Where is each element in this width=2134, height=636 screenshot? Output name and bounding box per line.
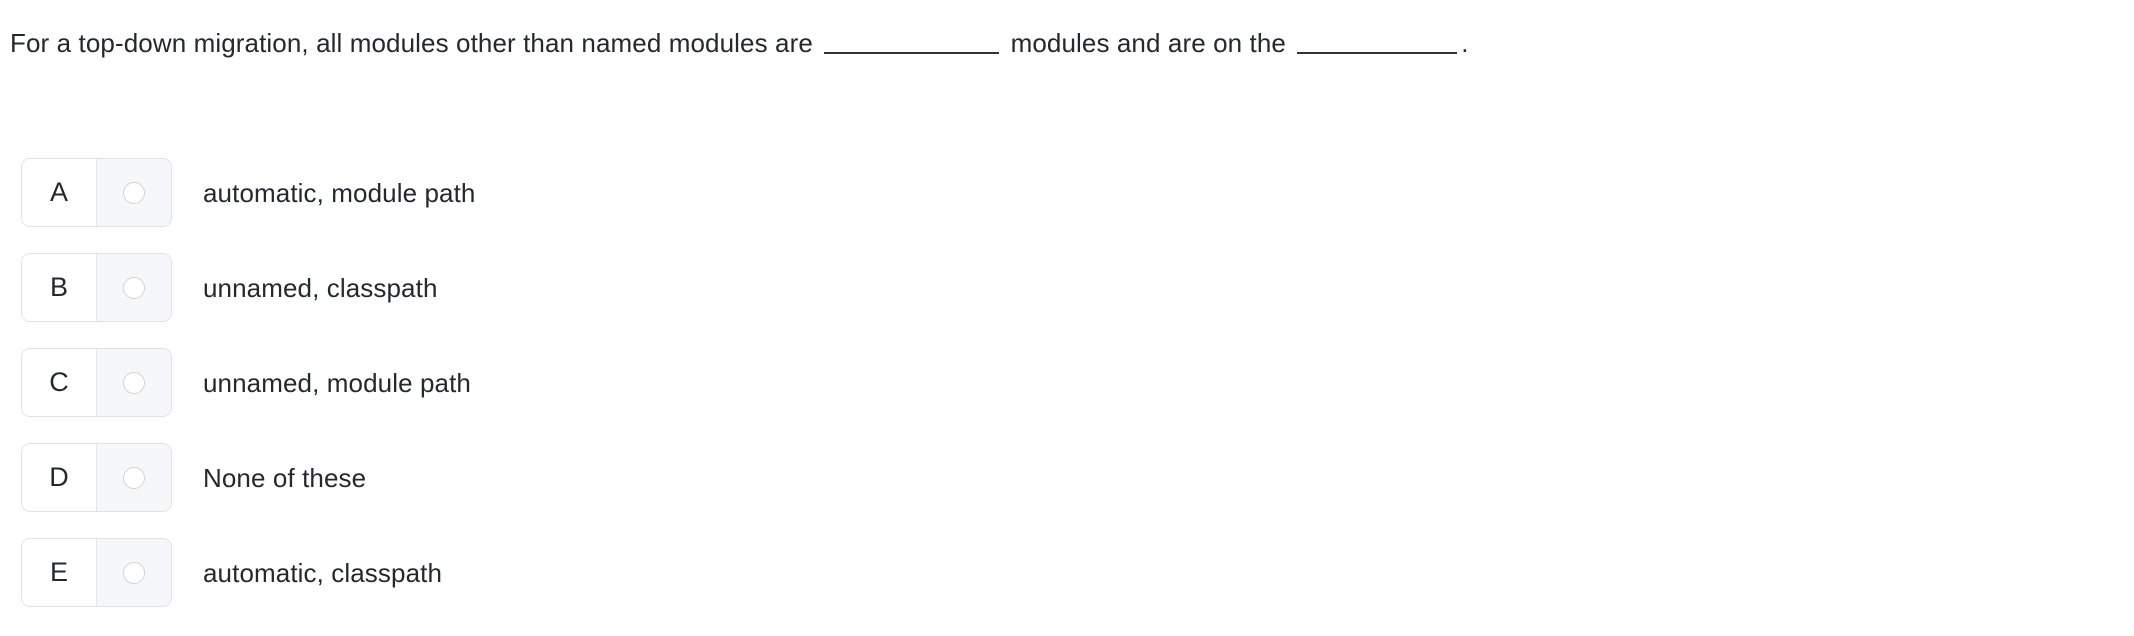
- radio-unchecked-icon[interactable]: [123, 276, 145, 299]
- radio-unchecked-icon[interactable]: [123, 561, 145, 584]
- question-blank-1: [824, 30, 1000, 54]
- option-label-c[interactable]: unnamed, module path: [203, 367, 471, 398]
- question-text-middle: modules and are on the: [1010, 28, 1286, 58]
- option-control-b[interactable]: B: [21, 253, 172, 322]
- option-letter-d: D: [22, 444, 97, 511]
- question-blank-2: [1297, 30, 1458, 54]
- radio-unchecked-icon[interactable]: [123, 466, 145, 489]
- option-radio-cell-a[interactable]: [97, 159, 171, 226]
- option-letter-a: A: [22, 159, 97, 226]
- option-radio-cell-e[interactable]: [97, 539, 171, 606]
- option-letter-b: B: [22, 254, 97, 321]
- option-label-b[interactable]: unnamed, classpath: [203, 272, 438, 303]
- question-stem: For a top-down migration, all modules ot…: [10, 26, 2110, 60]
- option-label-a[interactable]: automatic, module path: [203, 177, 476, 208]
- option-radio-cell-b[interactable]: [97, 254, 171, 321]
- option-row-a[interactable]: A automatic, module path: [0, 158, 2134, 227]
- option-letter-e: E: [22, 539, 97, 606]
- option-control-e[interactable]: E: [21, 538, 172, 607]
- option-letter-c: C: [22, 349, 97, 416]
- option-row-c[interactable]: C unnamed, module path: [0, 348, 2134, 417]
- question-text-prefix: For a top-down migration, all modules ot…: [10, 28, 813, 58]
- option-radio-cell-d[interactable]: [97, 444, 171, 511]
- option-control-a[interactable]: A: [21, 158, 172, 227]
- option-control-c[interactable]: C: [21, 348, 172, 417]
- option-control-d[interactable]: D: [21, 443, 172, 512]
- radio-unchecked-icon[interactable]: [123, 371, 145, 394]
- radio-unchecked-icon[interactable]: [123, 181, 145, 204]
- option-row-e[interactable]: E automatic, classpath: [0, 538, 2134, 607]
- options-list: A automatic, module path B unnamed, clas…: [0, 158, 2134, 633]
- question-text-suffix: .: [1461, 28, 1469, 58]
- option-label-d[interactable]: None of these: [203, 462, 367, 493]
- option-label-e[interactable]: automatic, classpath: [203, 557, 443, 588]
- option-row-d[interactable]: D None of these: [0, 443, 2134, 512]
- option-row-b[interactable]: B unnamed, classpath: [0, 253, 2134, 322]
- option-radio-cell-c[interactable]: [97, 349, 171, 416]
